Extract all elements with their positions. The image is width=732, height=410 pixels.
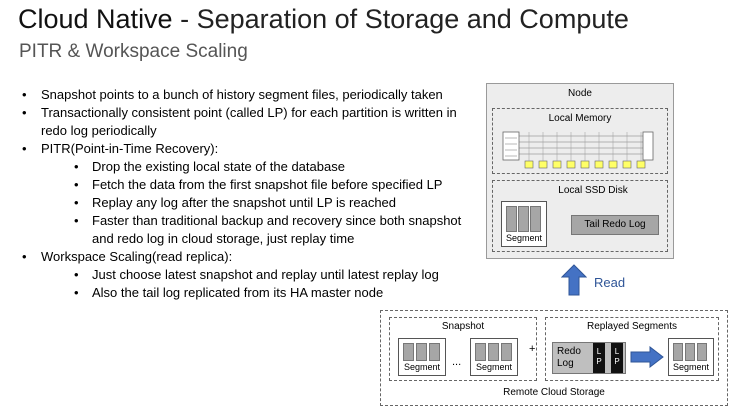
- title-rest: - Separation of Storage and Compute: [172, 4, 629, 34]
- slide-title: Cloud Native - Separation of Storage and…: [18, 4, 629, 35]
- sub-bullet: Just choose latest snapshot and replay u…: [41, 266, 475, 284]
- tail-redo-log: Tail Redo Log: [571, 215, 659, 235]
- segment-bar: [488, 343, 499, 361]
- sub-bullet: Also the tail log replicated from its HA…: [41, 284, 475, 302]
- read-arrow-icon: [561, 264, 587, 296]
- sub-bullet: Faster than traditional backup and recov…: [41, 212, 475, 248]
- local-memory-label: Local Memory: [548, 113, 612, 124]
- ellipsis: ...: [452, 356, 462, 368]
- segment-bar: [506, 206, 517, 232]
- lp-letter: L: [596, 347, 602, 356]
- title-main: Cloud Native: [18, 4, 173, 34]
- segment-bar: [501, 343, 512, 361]
- local-ssd-box: Local SSD Disk Segment Tail Redo Log: [492, 180, 668, 252]
- node-box: Node Local Memory: [486, 83, 674, 259]
- segment-bar: [518, 206, 529, 232]
- replayed-segments-box: Replayed Segments Redo Log L P L P Segme…: [545, 317, 719, 381]
- redo-log-label-2: Log: [557, 358, 574, 369]
- bullet-workspace-label: Workspace Scaling(read replica):: [41, 249, 233, 264]
- segment-bar: [429, 343, 440, 361]
- snapshot-label: Snapshot: [441, 321, 485, 332]
- segment-bar: [685, 343, 695, 361]
- snapshot-segment: Segment: [470, 338, 518, 376]
- segment-bar: [530, 206, 541, 232]
- segment-label: Segment: [403, 362, 441, 372]
- bullet-list: Snapshot points to a bunch of history se…: [20, 86, 475, 302]
- node-title: Node: [568, 88, 592, 99]
- bullet-snapshot: Snapshot points to a bunch of history se…: [20, 86, 475, 104]
- plus-sign: +: [529, 343, 536, 355]
- sub-bullet: Drop the existing local state of the dat…: [41, 158, 475, 176]
- bullet-lp: Transactionally consistent point (called…: [20, 104, 475, 140]
- segment-label: Segment: [475, 362, 513, 372]
- redo-log: Redo Log L P L P: [552, 342, 626, 374]
- replayed-segments-label: Replayed Segments: [586, 321, 678, 332]
- local-ssd-label: Local SSD Disk: [558, 185, 628, 196]
- replayed-segment: Segment: [668, 338, 714, 376]
- read-label: Read: [594, 275, 626, 290]
- remote-cloud-storage-box: Snapshot Segment ... Segment + Replayed …: [380, 310, 728, 406]
- redo-log-label-1: Redo: [557, 346, 581, 357]
- lp-letter: L: [614, 347, 620, 356]
- segment-bar: [673, 343, 683, 361]
- replay-arrow-icon: [630, 346, 664, 368]
- segment-bar: [416, 343, 427, 361]
- remote-cloud-storage-label: Remote Cloud Storage: [503, 387, 605, 398]
- lp-letter: P: [614, 357, 620, 366]
- lp-letter: P: [596, 357, 602, 366]
- bullet-pitr-label: PITR(Point-in-Time Recovery):: [41, 141, 219, 156]
- bullet-pitr: PITR(Point-in-Time Recovery): Drop the e…: [20, 140, 475, 248]
- local-memory-box: Local Memory: [492, 108, 668, 174]
- sub-bullet: Fetch the data from the first snapshot f…: [41, 176, 475, 194]
- memory-structure-icon: [502, 131, 654, 169]
- segment-bar: [403, 343, 414, 361]
- segment-label: Segment: [505, 233, 543, 243]
- lp-marker: L P: [611, 343, 623, 373]
- segment-label: Segment: [672, 362, 710, 372]
- lp-marker: L P: [593, 343, 605, 373]
- ssd-segment: Segment: [501, 201, 547, 247]
- snapshot-segment: Segment: [398, 338, 446, 376]
- sub-bullet: Replay any log after the snapshot until …: [41, 194, 475, 212]
- bullet-workspace: Workspace Scaling(read replica): Just ch…: [20, 248, 475, 302]
- segment-bar: [475, 343, 486, 361]
- snapshot-box: Snapshot Segment ... Segment: [389, 317, 537, 381]
- segment-bar: [697, 343, 707, 361]
- slide-subtitle: PITR & Workspace Scaling: [19, 41, 248, 62]
